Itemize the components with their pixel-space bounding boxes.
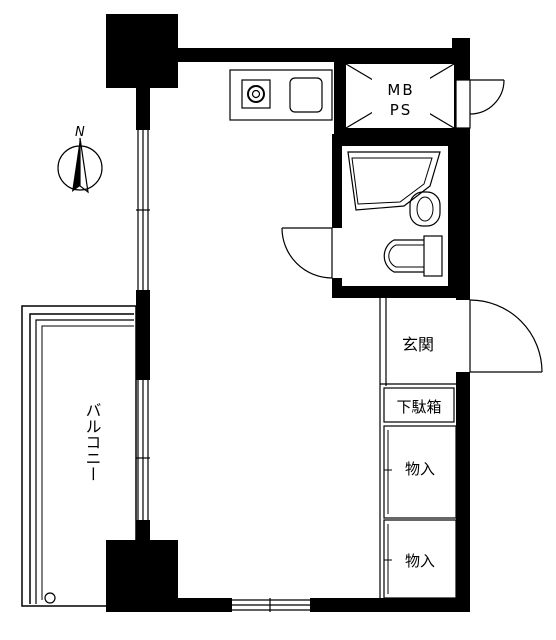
storage-closet-2-label: 物入	[405, 552, 435, 570]
shoe-cabinet-label: 下駄箱	[396, 398, 441, 416]
balcony-drain-icon	[44, 592, 56, 604]
genkan: 玄関	[379, 298, 456, 600]
compass-needle-outline	[79, 137, 89, 194]
unit-bath	[332, 134, 458, 298]
compass-needle-icon	[72, 138, 80, 192]
mbps-label-mb: MB	[387, 81, 414, 99]
sink-icon	[289, 77, 323, 113]
balcony-rail-inner-3	[41, 325, 134, 600]
shoe-cabinet: 下駄箱	[383, 387, 455, 423]
shoe-cabinet-outline	[383, 387, 455, 423]
bath-door	[281, 227, 344, 279]
balcony-rail-inner	[29, 313, 134, 604]
entrance-door	[456, 299, 543, 373]
toilet-tank-icon	[423, 235, 443, 277]
kitchen-counter	[229, 69, 333, 121]
left-window-lower	[136, 380, 150, 520]
mbps-door	[455, 79, 505, 129]
balcony-label: バルコニー	[83, 402, 102, 482]
left-window-upper	[136, 130, 150, 290]
balcony: バルコニー	[21, 305, 137, 607]
wall-left-top	[136, 86, 150, 130]
washbasin-icon	[409, 191, 441, 227]
wall-left-mid	[136, 290, 150, 380]
bathtub-icon	[347, 151, 441, 211]
mbps-label-bg	[372, 74, 430, 118]
bottom-window	[232, 598, 310, 612]
stove-icon	[241, 79, 271, 109]
bath-interior	[342, 146, 448, 286]
wall-right-upper	[456, 60, 470, 80]
pillar-top-right	[452, 38, 470, 66]
wall-right-mid	[456, 128, 470, 300]
pillar-top-left	[106, 14, 178, 88]
kitchen-counter-outline	[229, 69, 333, 121]
balcony-rail-inner-2	[35, 319, 134, 604]
storage-closet-1-label: 物入	[405, 460, 435, 478]
toilet-bowl-icon	[383, 239, 424, 273]
wall-right-lower	[456, 372, 470, 612]
mbps-shaft: MB PS	[334, 60, 458, 134]
wall-top	[176, 48, 468, 62]
stove-burner-icon	[247, 85, 265, 103]
compass-north-label: N	[75, 125, 85, 140]
wall-bottom-right	[310, 598, 470, 612]
compass: N	[57, 125, 103, 194]
genkan-label: 玄関	[402, 335, 434, 354]
storage-closet-1: 物入	[383, 425, 457, 519]
storage-closet-2: 物入	[383, 519, 457, 599]
mbps-label-ps: PS	[390, 101, 413, 119]
exterior-walls	[106, 14, 470, 612]
balcony-rail-outer	[21, 305, 137, 607]
pillar-bottom-left	[106, 540, 178, 612]
wall-left-bottom	[136, 520, 150, 544]
